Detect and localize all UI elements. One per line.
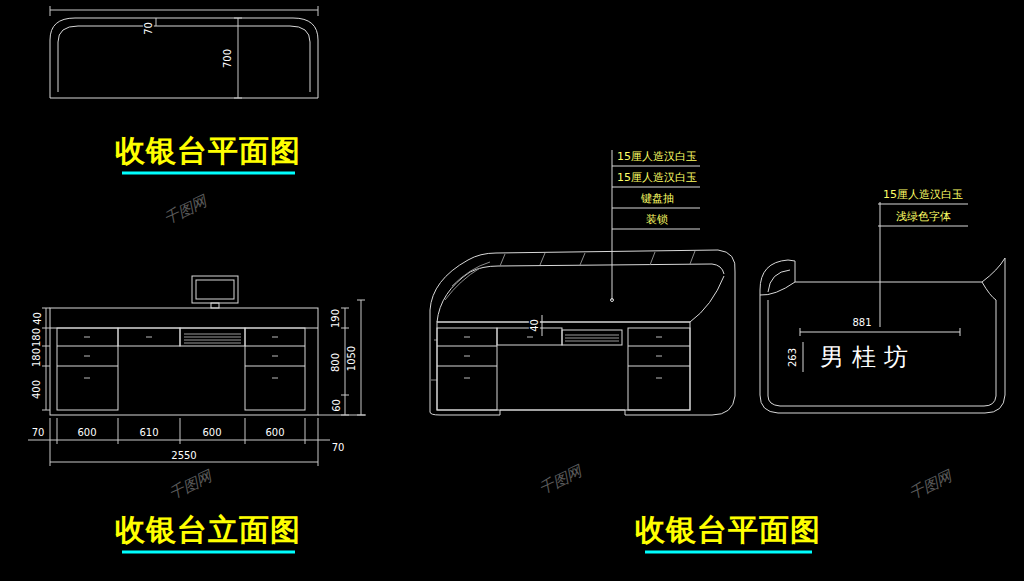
view-title: 收银台平面图: [635, 513, 821, 546]
watermark: 千图网: [166, 468, 214, 502]
dimension: 700: [223, 47, 234, 68]
drawer-line: [57, 346, 118, 347]
dimension: 180: [32, 326, 43, 347]
monitor-stand: [211, 303, 219, 308]
dimension: 400: [32, 378, 43, 399]
dimension: 60: [330, 398, 341, 413]
drawer-line: [245, 366, 305, 367]
dimension: 600: [201, 427, 222, 438]
dimension-line: [238, 18, 239, 98]
dimension-tick: [318, 6, 319, 16]
drawer-line: [245, 346, 305, 347]
dimension: 600: [264, 427, 285, 438]
center-drawer: [118, 328, 180, 346]
dimension: 1050: [346, 344, 357, 371]
counter-outline: [50, 18, 318, 98]
material-callout: 15厘人造汉白玉: [616, 172, 698, 184]
counter-inner-edge: [58, 26, 310, 92]
keyboard-tray: [180, 328, 245, 346]
plan-view: [50, 6, 318, 173]
dimension: 190: [331, 307, 342, 328]
watermark: 千图网: [906, 468, 954, 502]
dimension: 881: [851, 317, 872, 328]
dimension: 40: [31, 311, 42, 326]
dimension-tick: [234, 98, 242, 99]
dimension: 800: [331, 351, 342, 372]
dimension-line: [156, 18, 157, 26]
perspective-view: [430, 150, 812, 552]
title-underline: [645, 551, 812, 554]
dimension-tick: [50, 6, 51, 16]
material-callout: 15厘人造汉白玉: [882, 189, 964, 201]
right-pedestal: [245, 328, 305, 410]
dimension: 70: [142, 21, 153, 36]
dimension: 263: [788, 346, 799, 367]
dimension: 180: [32, 346, 43, 367]
dimension: 610: [138, 427, 159, 438]
drawer-line: [57, 366, 118, 367]
material-callout: 键盘抽: [640, 193, 675, 205]
monitor-screen: [196, 280, 234, 299]
front-perspective: [760, 202, 1005, 413]
view-title: 收银台立面图: [115, 513, 301, 546]
dimension: 2550: [170, 450, 197, 461]
dimension: 40: [528, 318, 539, 333]
view-title: 收银台平面图: [115, 134, 301, 167]
title-underline: [122, 551, 295, 554]
dimension: 600: [76, 427, 97, 438]
title-underline: [122, 172, 295, 175]
signage-text: 男 桂 坊: [818, 344, 909, 370]
watermark: 千图网: [536, 463, 584, 497]
monitor: [192, 276, 238, 303]
dimension: 70: [31, 427, 46, 438]
watermark: 千图网: [161, 193, 209, 227]
counter-front: [50, 308, 318, 415]
material-callout: 浅绿色字体: [895, 211, 952, 223]
dimension-line: [50, 10, 318, 11]
dimension: 70: [331, 442, 346, 453]
elevation-view: [28, 276, 366, 552]
dimension-tick: [234, 18, 242, 19]
left-pedestal: [57, 328, 118, 410]
material-callout: 15厘人造汉白玉: [616, 151, 698, 163]
material-callout: 装锁: [645, 214, 669, 226]
